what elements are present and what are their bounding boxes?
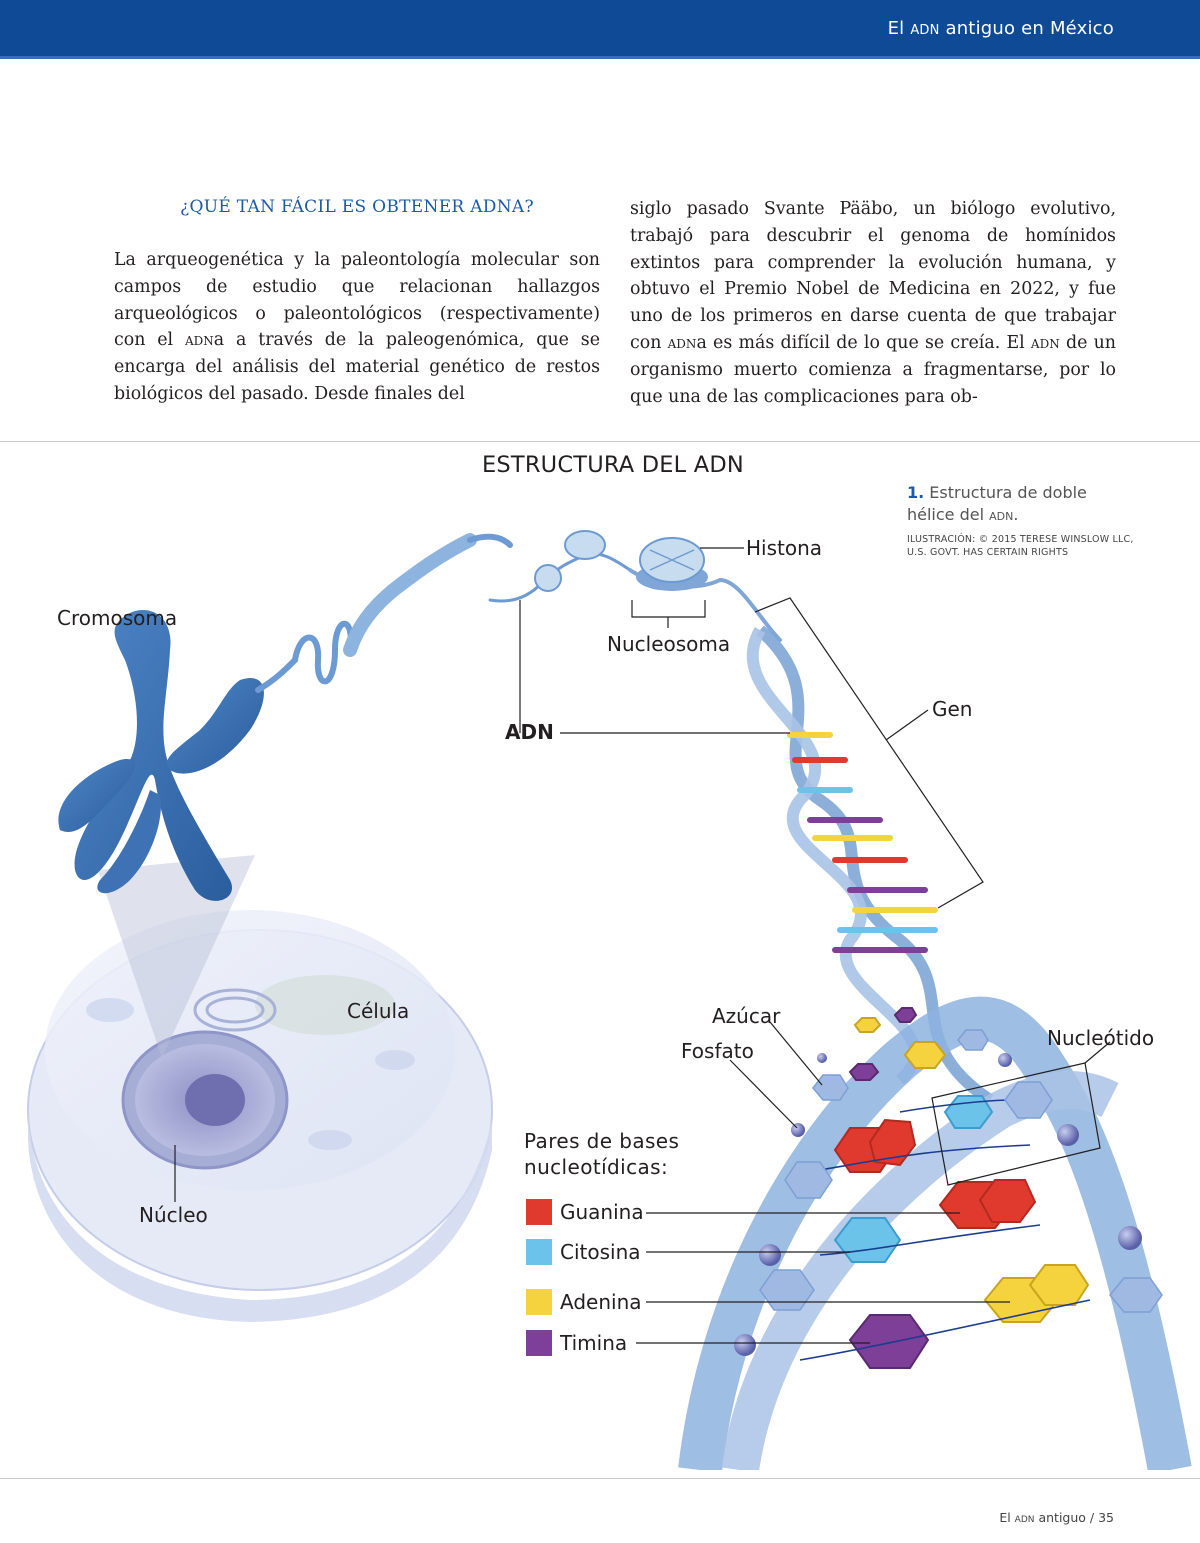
histone-illustration — [636, 538, 708, 591]
label-azucar: Azúcar — [712, 1004, 780, 1028]
article-column-right: siglo pasado Svante Pääbo, un biólogo ev… — [630, 196, 1116, 410]
figure-bottom-rule — [0, 1478, 1200, 1479]
label-adn: ADN — [505, 720, 554, 744]
page-footer: El adn antiguo / 35 — [999, 1510, 1114, 1525]
paragraph-right: siglo pasado Svante Pääbo, un biólogo ev… — [630, 196, 1116, 410]
label-cromosoma: Cromosoma — [57, 606, 177, 630]
legend-swatch-adenina — [526, 1289, 552, 1315]
legend-title: Pares de bases nucleotídicas: — [524, 1128, 679, 1180]
dna-structure-illustration — [0, 460, 1200, 1470]
label-nucleo: Núcleo — [139, 1203, 208, 1227]
section-title: ¿QUÉ TAN FÁCIL ES OBTENER ADNA? — [114, 194, 600, 220]
legend-swatch-timina — [526, 1330, 552, 1356]
label-histona: Histona — [746, 536, 822, 560]
nucleosome-small — [535, 565, 561, 591]
legend-swatch-citosina — [526, 1239, 552, 1265]
label-nucleosoma: Nucleosoma — [607, 632, 730, 656]
running-head: El adn antiguo en México — [888, 18, 1114, 39]
label-celula: Célula — [347, 999, 409, 1023]
figure-top-rule — [0, 441, 1200, 442]
label-gen: Gen — [932, 697, 972, 721]
legend-swatch-guanina — [526, 1199, 552, 1225]
header-rule — [0, 56, 1200, 59]
double-helix-lower — [700, 1008, 1170, 1470]
paragraph-left: La arqueogenética y la paleontología mol… — [114, 247, 600, 408]
cell-illustration — [28, 910, 492, 1322]
article-column-left: ¿QUÉ TAN FÁCIL ES OBTENER ADNA? La arque… — [114, 194, 600, 408]
label-nucleotido: Nucleótido — [1047, 1026, 1154, 1050]
label-fosfato: Fosfato — [681, 1039, 754, 1063]
